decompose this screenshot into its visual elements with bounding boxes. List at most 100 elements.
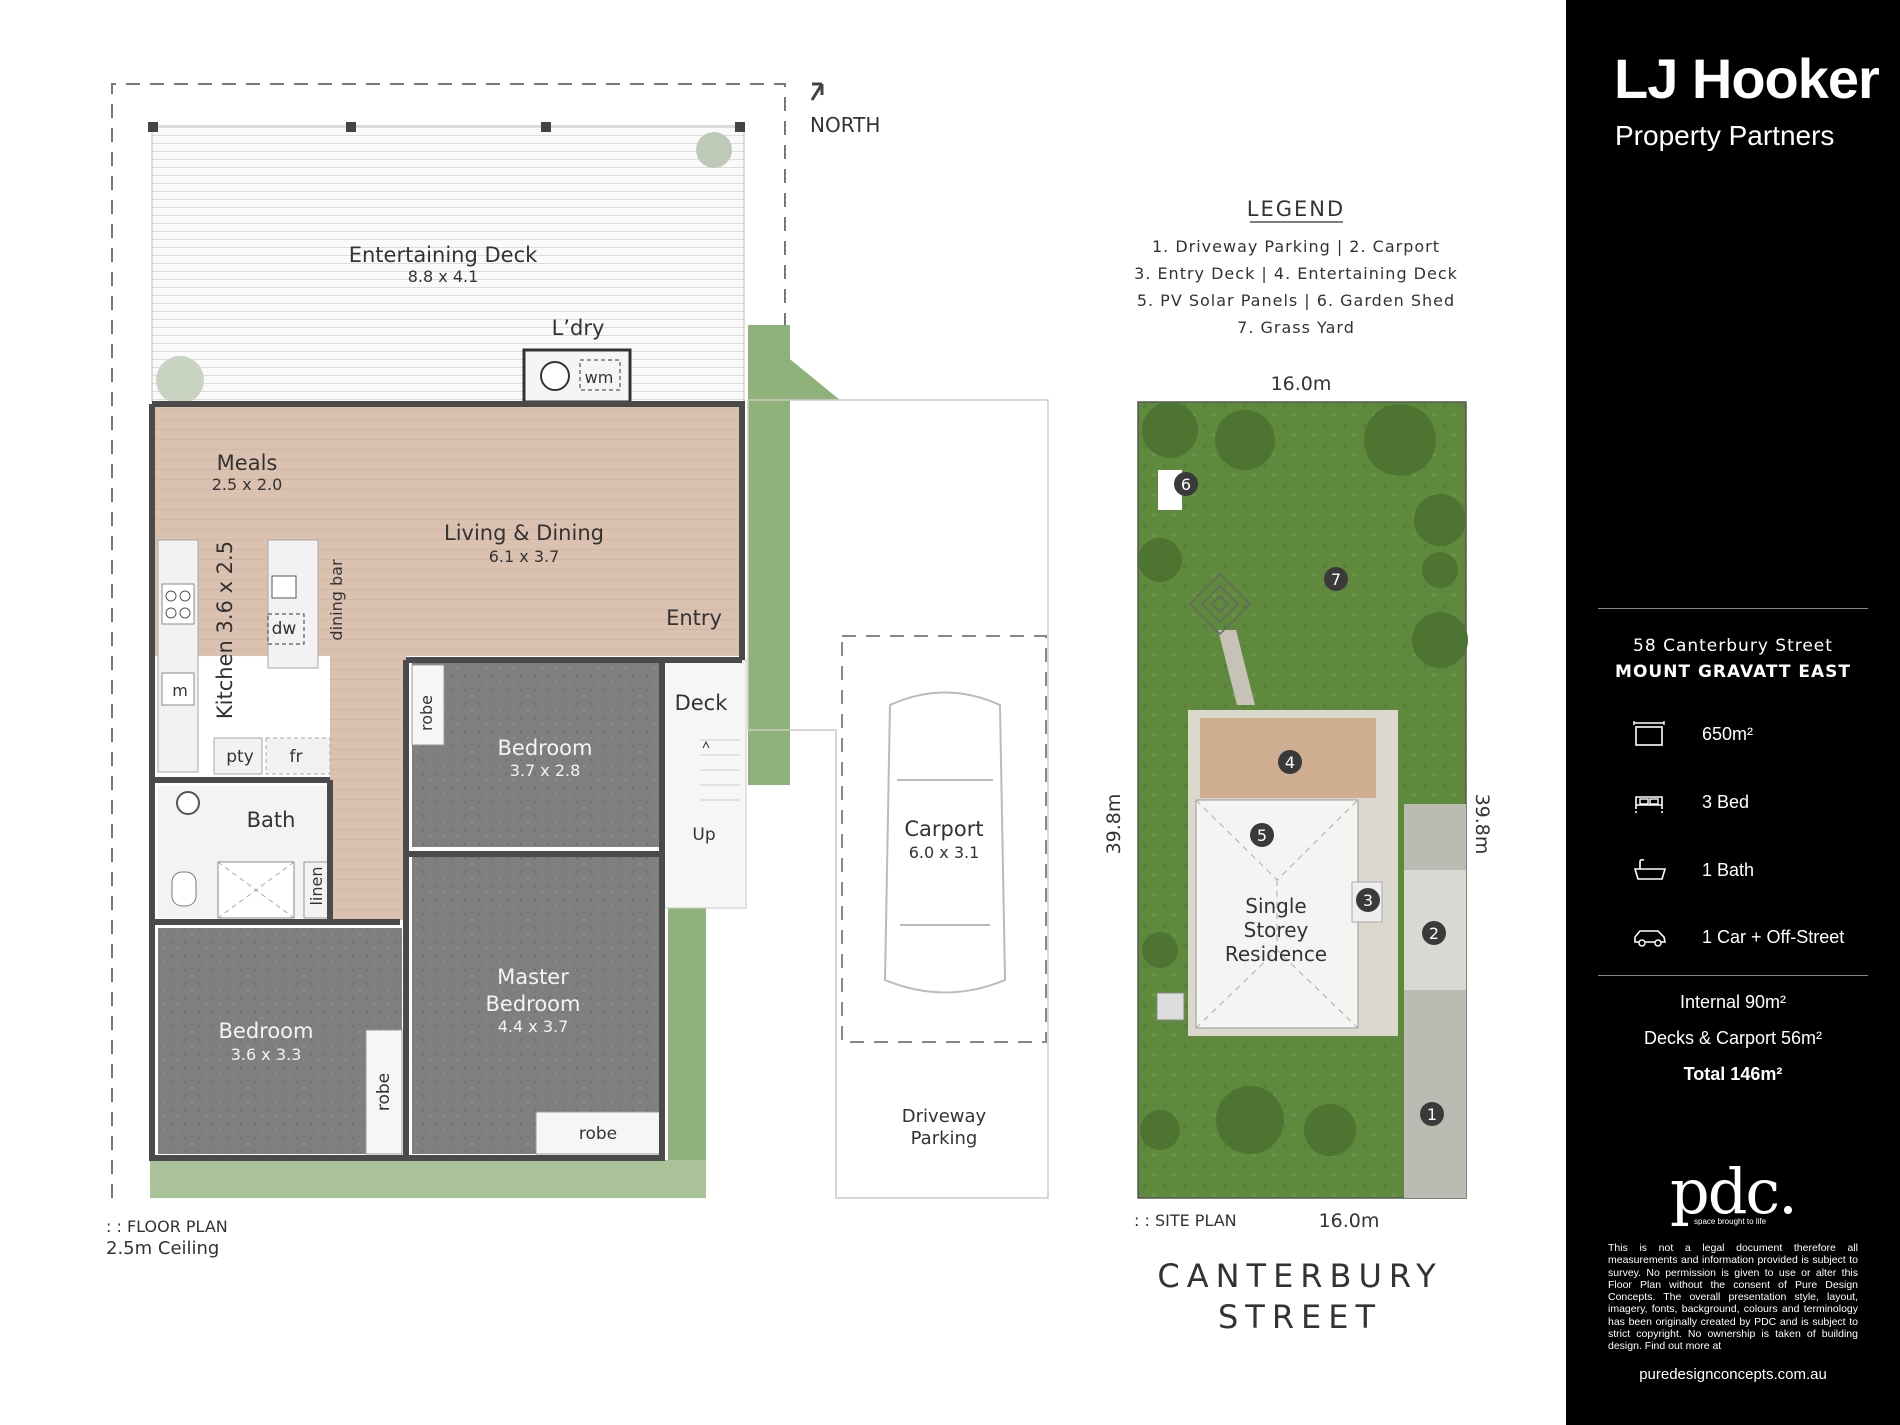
svg-text:fr: fr [290, 747, 303, 767]
side-garden [748, 325, 790, 785]
svg-text:robe: robe [417, 695, 436, 731]
north-label: NORTH [810, 113, 880, 137]
pantry-box [213, 737, 263, 775]
living-area-floor [152, 404, 742, 656]
microwave-box [161, 672, 195, 706]
feature-bath: 1 Bath [1632, 855, 1754, 885]
agency-panel: LJ Hooker Property Partners 58 Canterbur… [1566, 0, 1900, 1425]
north-arrow-icon [810, 82, 824, 101]
pdc-tagline: space brought to life [1694, 1217, 1767, 1226]
site-marker-number: 3 [1363, 891, 1373, 910]
site-width-bottom: 16.0m [1319, 1210, 1380, 1232]
meals-label: Meals [217, 451, 278, 475]
driveway-label: Driveway [902, 1106, 987, 1127]
agency-logo-subtitle: Property Partners [1615, 120, 1835, 151]
svg-text:3.6 x 3.3: 3.6 x 3.3 [231, 1045, 302, 1064]
site-plan: LEGEND 1. Driveway Parking | 2. Carport … [1103, 197, 1493, 1336]
site-plan-caption: : : SITE PLAN [1134, 1211, 1237, 1230]
bedroom-3-label: Bedroom [219, 1019, 314, 1043]
svg-text:robe: robe [374, 1073, 394, 1111]
feature-label: 650m² [1702, 723, 1754, 744]
svg-text:dining bar: dining bar [327, 559, 346, 641]
svg-text:wm: wm [585, 368, 614, 387]
svg-text:4.4 x 3.7: 4.4 x 3.7 [498, 1017, 569, 1036]
svg-text:3.7 x 2.8: 3.7 x 2.8 [510, 761, 581, 780]
feature-land: 650m² [1632, 719, 1753, 749]
street-name-line1: CANTERBURY [1157, 1257, 1442, 1295]
tree-icon [156, 356, 204, 404]
fridge-box [265, 737, 331, 775]
sink-icon [271, 575, 297, 599]
site-marker-6 [1174, 472, 1198, 496]
feature-label: 1 Car + Off-Street [1702, 926, 1845, 947]
feature-label: 3 Bed [1702, 791, 1750, 812]
deck-label: Deck [675, 691, 729, 715]
bedroom-2-label: Bedroom [498, 736, 593, 760]
bath-label: Bath [247, 808, 296, 832]
feature-bed: 3 Bed [1632, 787, 1749, 817]
entertaining-deck [151, 125, 745, 403]
disclaimer-text: This is not a legal document therefore a… [1608, 1242, 1858, 1353]
divider [1598, 975, 1868, 976]
bath-icon [1633, 858, 1667, 880]
address-suburb: MOUNT GRAVATT EAST [1615, 662, 1851, 682]
driveway-outline [747, 399, 1049, 1199]
internal-area: Internal 90m² [1679, 992, 1787, 1012]
svg-text:8.8 x 4.1: 8.8 x 4.1 [408, 267, 479, 286]
robe-box [411, 664, 445, 746]
svg-text:Residence: Residence [1225, 942, 1327, 966]
site-marker-3 [1356, 888, 1380, 912]
svg-text:Up: Up [692, 825, 715, 845]
site-depth-left: 39.8m [1103, 794, 1125, 855]
site-marker-7 [1324, 567, 1348, 591]
feature-car: 1 Car + Off-Street [1632, 922, 1844, 952]
entertaining-deck-label: Entertaining Deck [349, 243, 538, 267]
site-marker-number: 1 [1427, 1105, 1437, 1124]
car-outline-icon [883, 691, 1007, 994]
address-street: 58 Canterbury Street [1633, 636, 1833, 656]
carport-outline [841, 635, 1047, 1043]
living-dining-label: Living & Dining [444, 521, 604, 545]
garden-path [1218, 630, 1255, 705]
entry-deck [661, 659, 747, 909]
dishwasher-box [267, 613, 305, 645]
svg-text:dw: dw [272, 619, 297, 639]
ceiling-height: 2.5m Ceiling [106, 1238, 219, 1259]
site-width-top: 16.0m [1271, 373, 1332, 395]
front-garden [150, 1160, 706, 1198]
pergola-icon [1188, 572, 1252, 636]
svg-text:6.0 x 3.1: 6.0 x 3.1 [909, 843, 980, 862]
site-marker-number: 7 [1331, 570, 1341, 589]
legend-line: 1. Driveway Parking | 2. Carport [1152, 237, 1440, 256]
robe-box [535, 1111, 661, 1155]
legend-line: 3. Entry Deck | 4. Entertaining Deck [1134, 264, 1458, 283]
designer-website-link[interactable]: puredesignconcepts.com.au [1639, 1366, 1827, 1383]
laundry-label: L’dry [552, 316, 605, 340]
kitchen-island [267, 539, 319, 669]
laundry-room [522, 348, 632, 404]
land-size-icon [1633, 721, 1665, 746]
site-marker-number: 2 [1429, 924, 1439, 943]
svg-text:6.1 x 3.7: 6.1 x 3.7 [489, 547, 560, 566]
svg-text:robe: robe [579, 1124, 617, 1144]
master-bedroom-label: Master [497, 965, 569, 989]
residence-label: Single [1245, 894, 1306, 918]
bedroom-2-floor [412, 662, 662, 847]
car-icon [1634, 930, 1666, 947]
legend-line: 5. PV Solar Panels | 6. Garden Shed [1137, 291, 1455, 310]
floor-and-site-plan: NORTH [106, 82, 1493, 1336]
legend-title: LEGEND [1247, 197, 1345, 221]
decks-carport-area: Decks & Carport 56m² [1643, 1028, 1823, 1048]
toilet-icon [171, 871, 197, 907]
site-marker-2 [1422, 921, 1446, 945]
entry-label: Entry [666, 606, 722, 630]
basin-icon [176, 791, 200, 815]
site-driveway [1404, 804, 1466, 1198]
robe-box [365, 1029, 403, 1155]
bedroom-3-floor [158, 928, 402, 1154]
floor-plan: NORTH [106, 82, 1049, 1259]
laundry-tub-icon [540, 361, 570, 391]
agency-logo: LJ Hooker [1614, 47, 1880, 110]
master-bedroom-floor [412, 856, 662, 1154]
